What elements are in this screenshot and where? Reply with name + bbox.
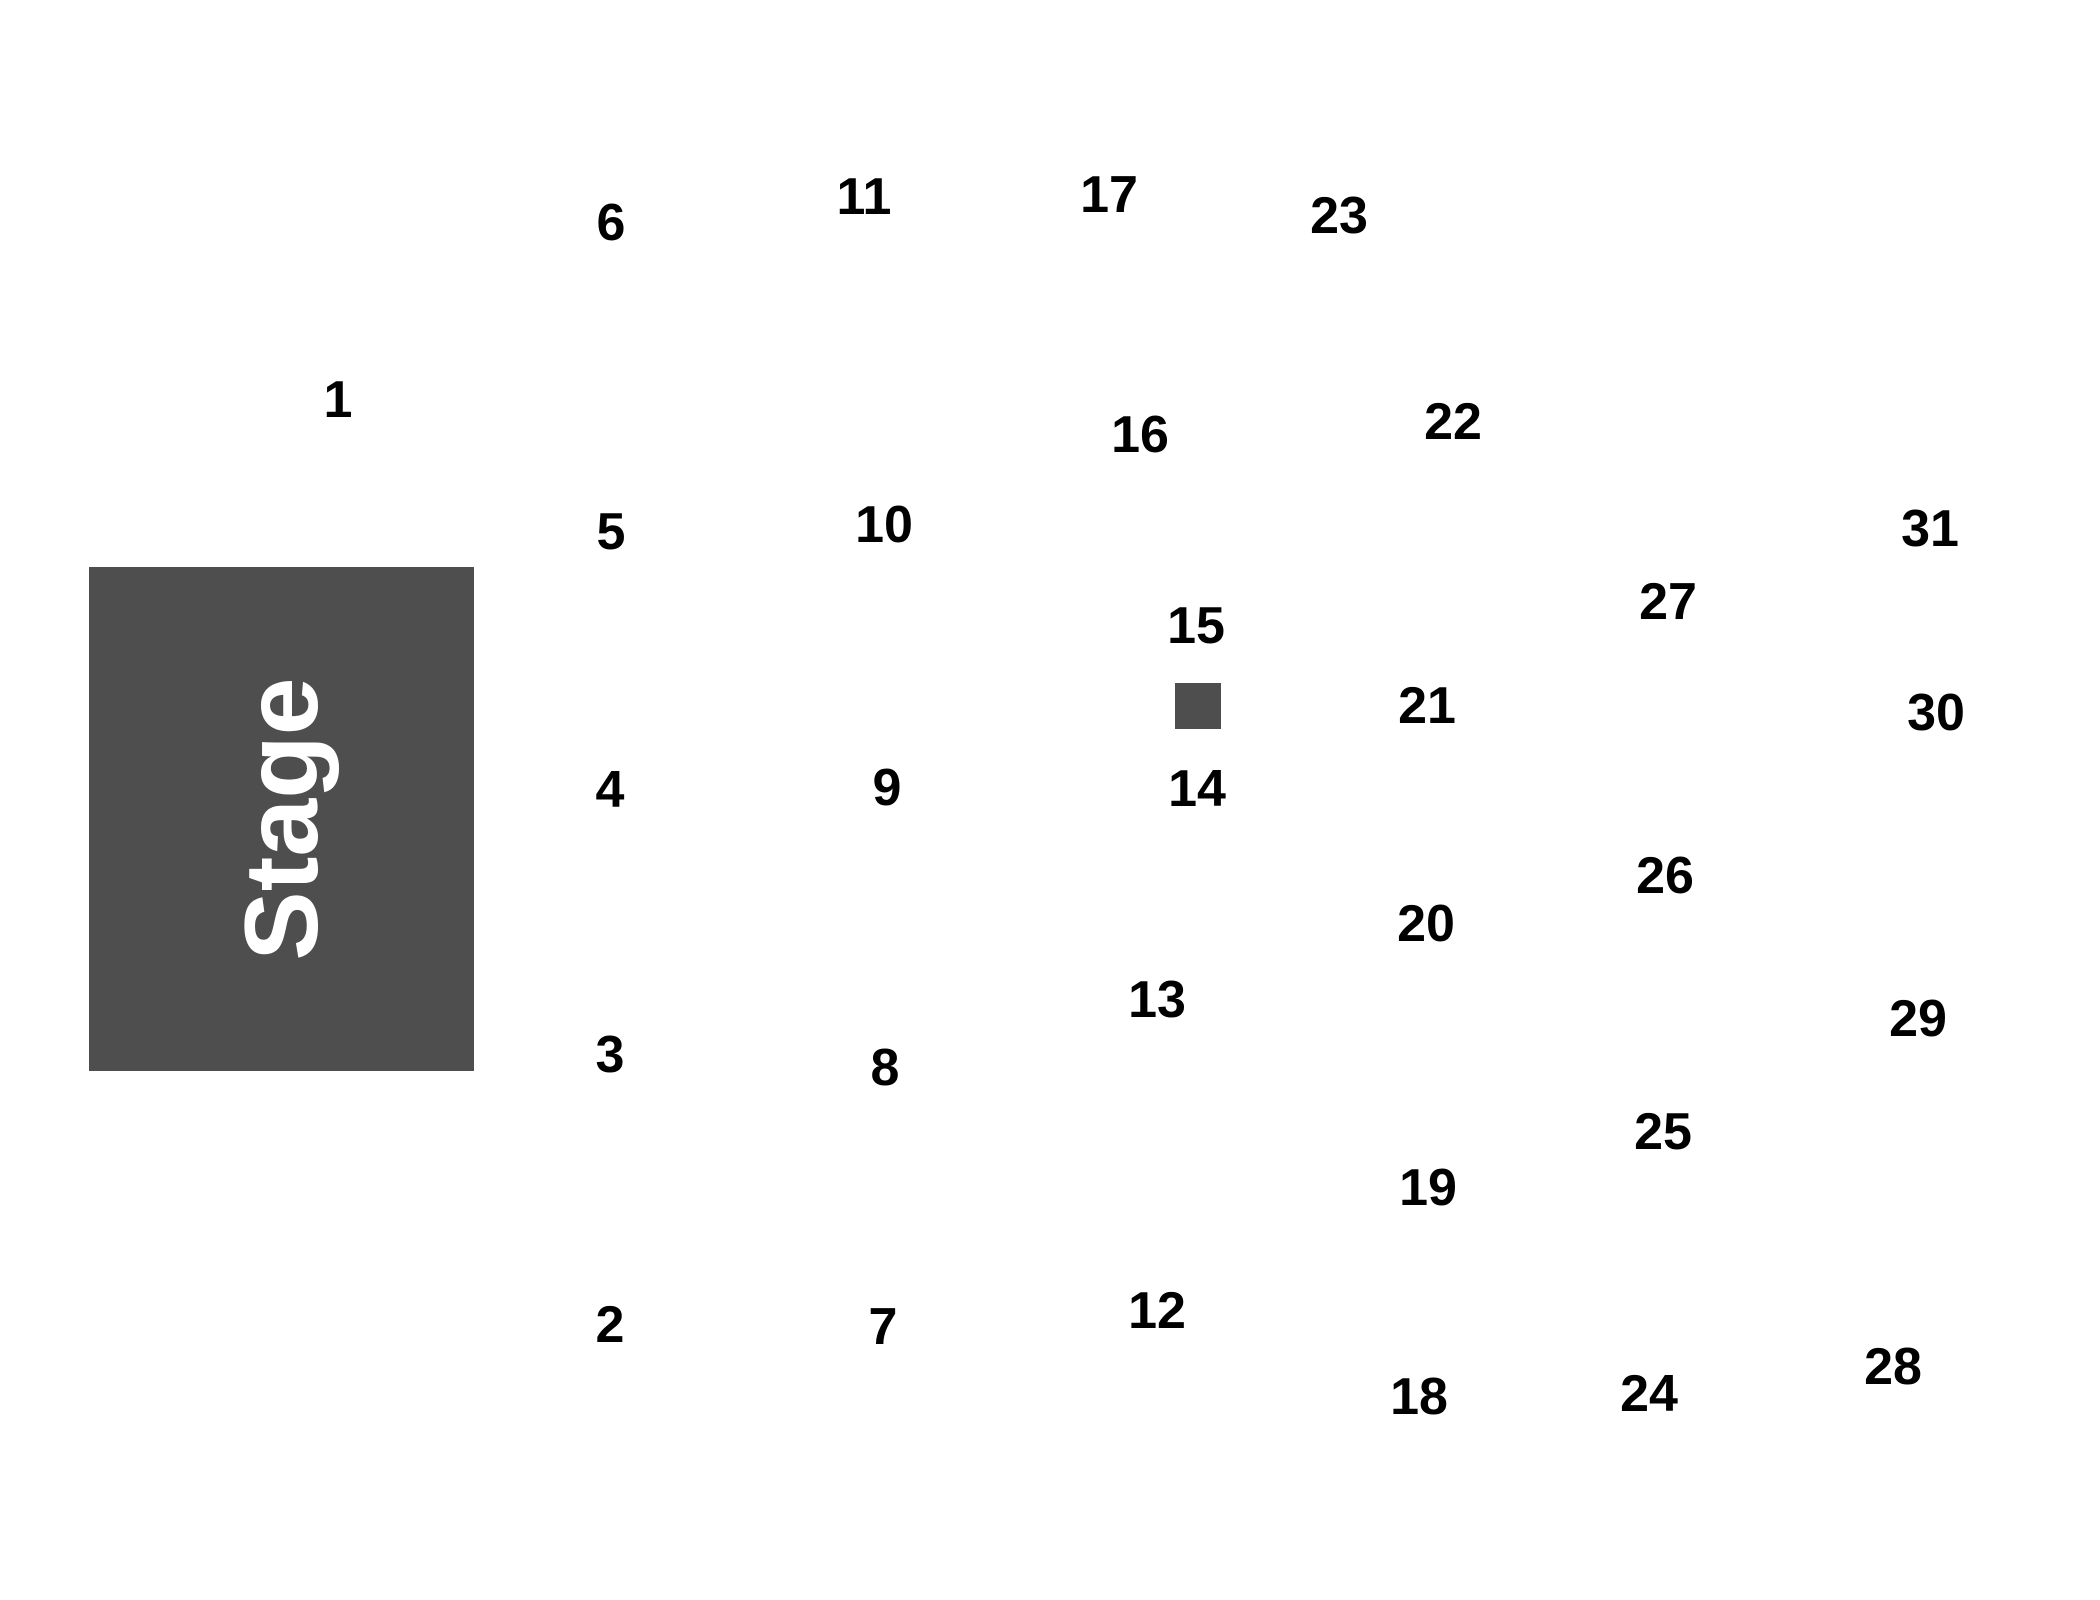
section-12[interactable]: 12 (1128, 1282, 1186, 1340)
section-26[interactable]: 26 (1636, 847, 1694, 905)
section-28[interactable]: 28 (1864, 1338, 1922, 1396)
section-15[interactable]: 15 (1167, 597, 1225, 655)
section-31[interactable]: 31 (1901, 500, 1959, 558)
section-14[interactable]: 14 (1168, 760, 1226, 818)
section-13[interactable]: 13 (1128, 971, 1186, 1029)
section-24[interactable]: 24 (1620, 1365, 1678, 1423)
section-2[interactable]: 2 (595, 1296, 625, 1354)
section-6[interactable]: 6 (596, 194, 626, 252)
section-25[interactable]: 25 (1634, 1103, 1692, 1161)
section-10[interactable]: 10 (855, 496, 913, 554)
section-5[interactable]: 5 (596, 503, 626, 561)
section-17[interactable]: 17 (1080, 166, 1138, 224)
section-21[interactable]: 21 (1398, 677, 1456, 735)
section-20[interactable]: 20 (1397, 895, 1455, 953)
section-9[interactable]: 9 (872, 759, 902, 817)
section-23[interactable]: 23 (1310, 187, 1368, 245)
section-16[interactable]: 16 (1111, 406, 1169, 464)
section-7[interactable]: 7 (868, 1298, 898, 1356)
section-30[interactable]: 30 (1907, 684, 1965, 742)
section-8[interactable]: 8 (870, 1039, 900, 1097)
section-11[interactable]: 11 (836, 168, 892, 226)
section-19[interactable]: 19 (1399, 1159, 1457, 1217)
section-4[interactable]: 4 (595, 761, 625, 819)
center-marker (1175, 683, 1221, 729)
section-3[interactable]: 3 (595, 1026, 625, 1084)
section-29[interactable]: 29 (1889, 990, 1947, 1048)
section-1[interactable]: 1 (323, 371, 353, 429)
section-27[interactable]: 27 (1639, 573, 1697, 631)
section-22[interactable]: 22 (1424, 393, 1482, 451)
section-18[interactable]: 18 (1390, 1368, 1448, 1426)
stage-label: Stage (223, 677, 340, 961)
stage: Stage (89, 567, 474, 1071)
